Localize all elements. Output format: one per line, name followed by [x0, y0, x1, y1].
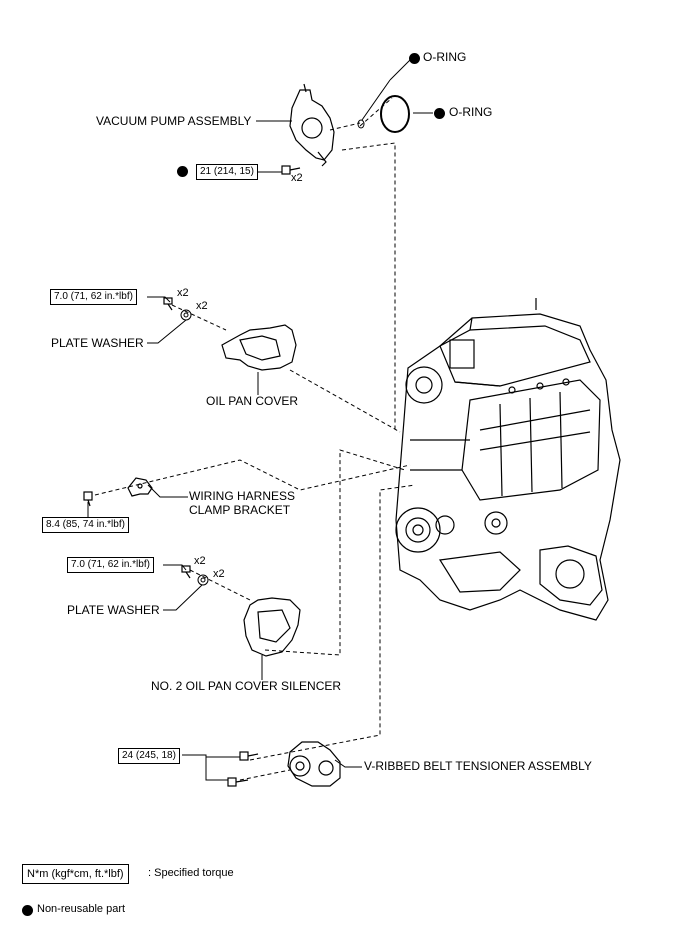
- label-o-ring-1: O-RING: [423, 50, 467, 64]
- label-o-ring-2: O-RING: [449, 105, 493, 119]
- leader-tensioner-torque: [182, 754, 228, 781]
- engine-tensioner-pulley: [484, 511, 508, 535]
- engine-crank-pulley: [395, 507, 441, 553]
- label-oil-pan-cover: OIL PAN COVER: [206, 394, 299, 408]
- leader-silencer-torque: [163, 564, 187, 571]
- leader-oring1: [389, 57, 413, 81]
- clamp-bracket-bolt: [83, 491, 93, 507]
- guide-line-clamp: [94, 459, 411, 496]
- label-vacuum-pump-assembly: VACUUM PUMP ASSEMBLY: [96, 114, 252, 128]
- qty-plate-washer-2: x2: [213, 568, 225, 580]
- guide-line-pump: [329, 122, 361, 131]
- non-reusable-dot-pump-bolt: [177, 166, 188, 177]
- vacuum-pump-shape: [289, 83, 335, 167]
- engine-idler-pulley: [435, 515, 455, 535]
- guide-line-washer1: [171, 304, 227, 331]
- torque-vacuum-pump-bolt: 21 (214, 15): [196, 164, 258, 180]
- legend-torque-desc: : Specified torque: [148, 867, 234, 879]
- guide-line-tensioner-bolt: [239, 769, 291, 781]
- guide-line-oring: [359, 97, 393, 127]
- torque-silencer-bolt: 7.0 (71, 62 in.*lbf): [67, 557, 154, 573]
- torque-clamp-bracket-bolt: 8.4 (85, 74 in.*lbf): [42, 517, 129, 533]
- engine-assembly-shape: [395, 298, 621, 621]
- clamp-bracket-shape: [127, 477, 153, 497]
- plate-washer-2-shape: [197, 574, 209, 586]
- guide-line-pump-to-engine: [341, 142, 396, 430]
- silencer-shape: [243, 597, 301, 657]
- qty-oil-pan-cover-bolt: x2: [177, 287, 189, 299]
- leader-oilpan-torque: [147, 296, 171, 303]
- oilpan-bolt: [163, 297, 173, 311]
- tensioner-bolt-2: [227, 777, 249, 787]
- o-ring-large: [380, 95, 410, 133]
- o-ring-small: [357, 119, 365, 129]
- non-reusable-dot-oring2: [434, 108, 445, 119]
- engine-pulley-large: [405, 366, 443, 404]
- guide-line-tensioner: [249, 484, 416, 761]
- leader-oring1b: [361, 79, 391, 121]
- qty-silencer-bolt: x2: [194, 555, 206, 567]
- oil-pan-cover-shape: [221, 324, 297, 371]
- guide-line-oilpan: [289, 369, 401, 433]
- silencer-bolt: [181, 565, 191, 579]
- label-plate-washer-1: PLATE WASHER: [51, 336, 144, 350]
- pump-bolt: [281, 165, 301, 175]
- qty-vacuum-pump-bolt: x2: [291, 172, 303, 184]
- label-wiring-harness: WIRING HARNESS: [189, 489, 296, 503]
- torque-oil-pan-cover-bolt: 7.0 (71, 62 in.*lbf): [50, 289, 137, 305]
- legend-torque-unit: N*m (kgf*cm, ft.*lbf): [22, 864, 129, 884]
- tensioner-bolt-1: [239, 751, 259, 761]
- qty-plate-washer-1: x2: [196, 300, 208, 312]
- legend-non-reusable-desc: Non-reusable part: [37, 903, 126, 915]
- leader-washer1: [147, 319, 187, 344]
- legend-non-reusable-dot: [22, 905, 33, 916]
- label-plate-washer-2: PLATE WASHER: [67, 603, 160, 617]
- non-reusable-dot-oring1: [409, 53, 420, 64]
- leader-washer2: [163, 584, 203, 611]
- tensioner-shape: [287, 741, 341, 787]
- leader-clamp-bracket: [147, 484, 188, 498]
- label-clamp-bracket: CLAMP BRACKET: [189, 503, 291, 517]
- label-no2-oil-pan-cover-silencer: NO. 2 OIL PAN COVER SILENCER: [151, 679, 342, 693]
- guide-line-silencer: [264, 449, 406, 656]
- torque-tensioner-bolt: 24 (245, 18): [118, 748, 180, 764]
- plate-washer-1-shape: [180, 309, 192, 321]
- label-v-ribbed-belt-tensioner: V-RIBBED BELT TENSIONER ASSEMBLY: [364, 759, 592, 773]
- leader-tensioner: [334, 759, 362, 768]
